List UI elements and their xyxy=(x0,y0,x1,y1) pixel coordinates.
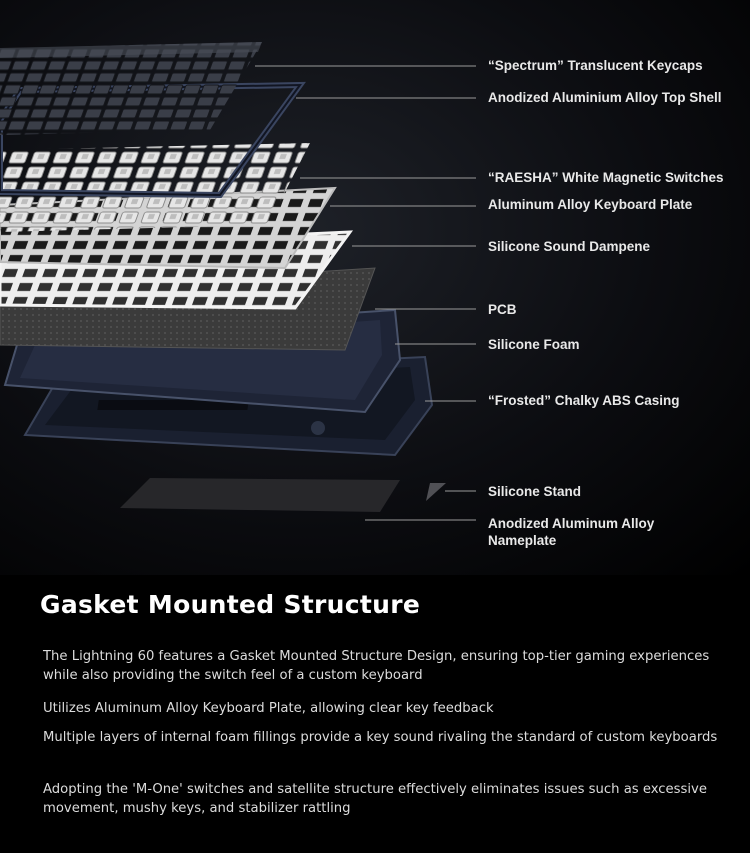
keycap-layer xyxy=(0,42,262,135)
exploded-view-illustration: “Spectrum” Translucent Keycaps Anodized … xyxy=(0,0,750,575)
label-abs-casing: “Frosted” Chalky ABS Casing xyxy=(488,393,680,408)
label-keycaps: “Spectrum” Translucent Keycaps xyxy=(488,58,703,73)
switch-layer xyxy=(0,143,310,232)
nameplate-layer xyxy=(120,478,446,512)
exploded-keyboard-diagram xyxy=(0,42,476,521)
label-top-shell: Anodized Aluminium Alloy Top Shell xyxy=(488,90,722,105)
paragraph-switches: Adopting the 'M-One' switches and satell… xyxy=(43,782,707,816)
label-nameplate: Anodized Aluminum Alloy Nameplate xyxy=(488,516,655,548)
section-title: Gasket Mounted Structure xyxy=(40,590,421,619)
paragraph-gasket: The Lightning 60 features a Gasket Mount… xyxy=(43,649,710,683)
label-keyboard-plate: Aluminum Alloy Keyboard Plate xyxy=(488,197,693,212)
label-sound-dampener: Silicone Sound Dampene xyxy=(488,239,651,254)
label-switches: “RAESHA” White Magnetic Switches xyxy=(488,170,724,185)
label-silicone-stand: Silicone Stand xyxy=(488,484,582,499)
label-pcb: PCB xyxy=(488,302,517,317)
label-silicone-foam: Silicone Foam xyxy=(488,337,580,352)
leader-lines xyxy=(255,65,476,521)
paragraph-foam: Multiple layers of internal foam filling… xyxy=(43,730,718,745)
paragraph-plate: Utilizes Aluminum Alloy Keyboard Plate, … xyxy=(43,701,494,716)
